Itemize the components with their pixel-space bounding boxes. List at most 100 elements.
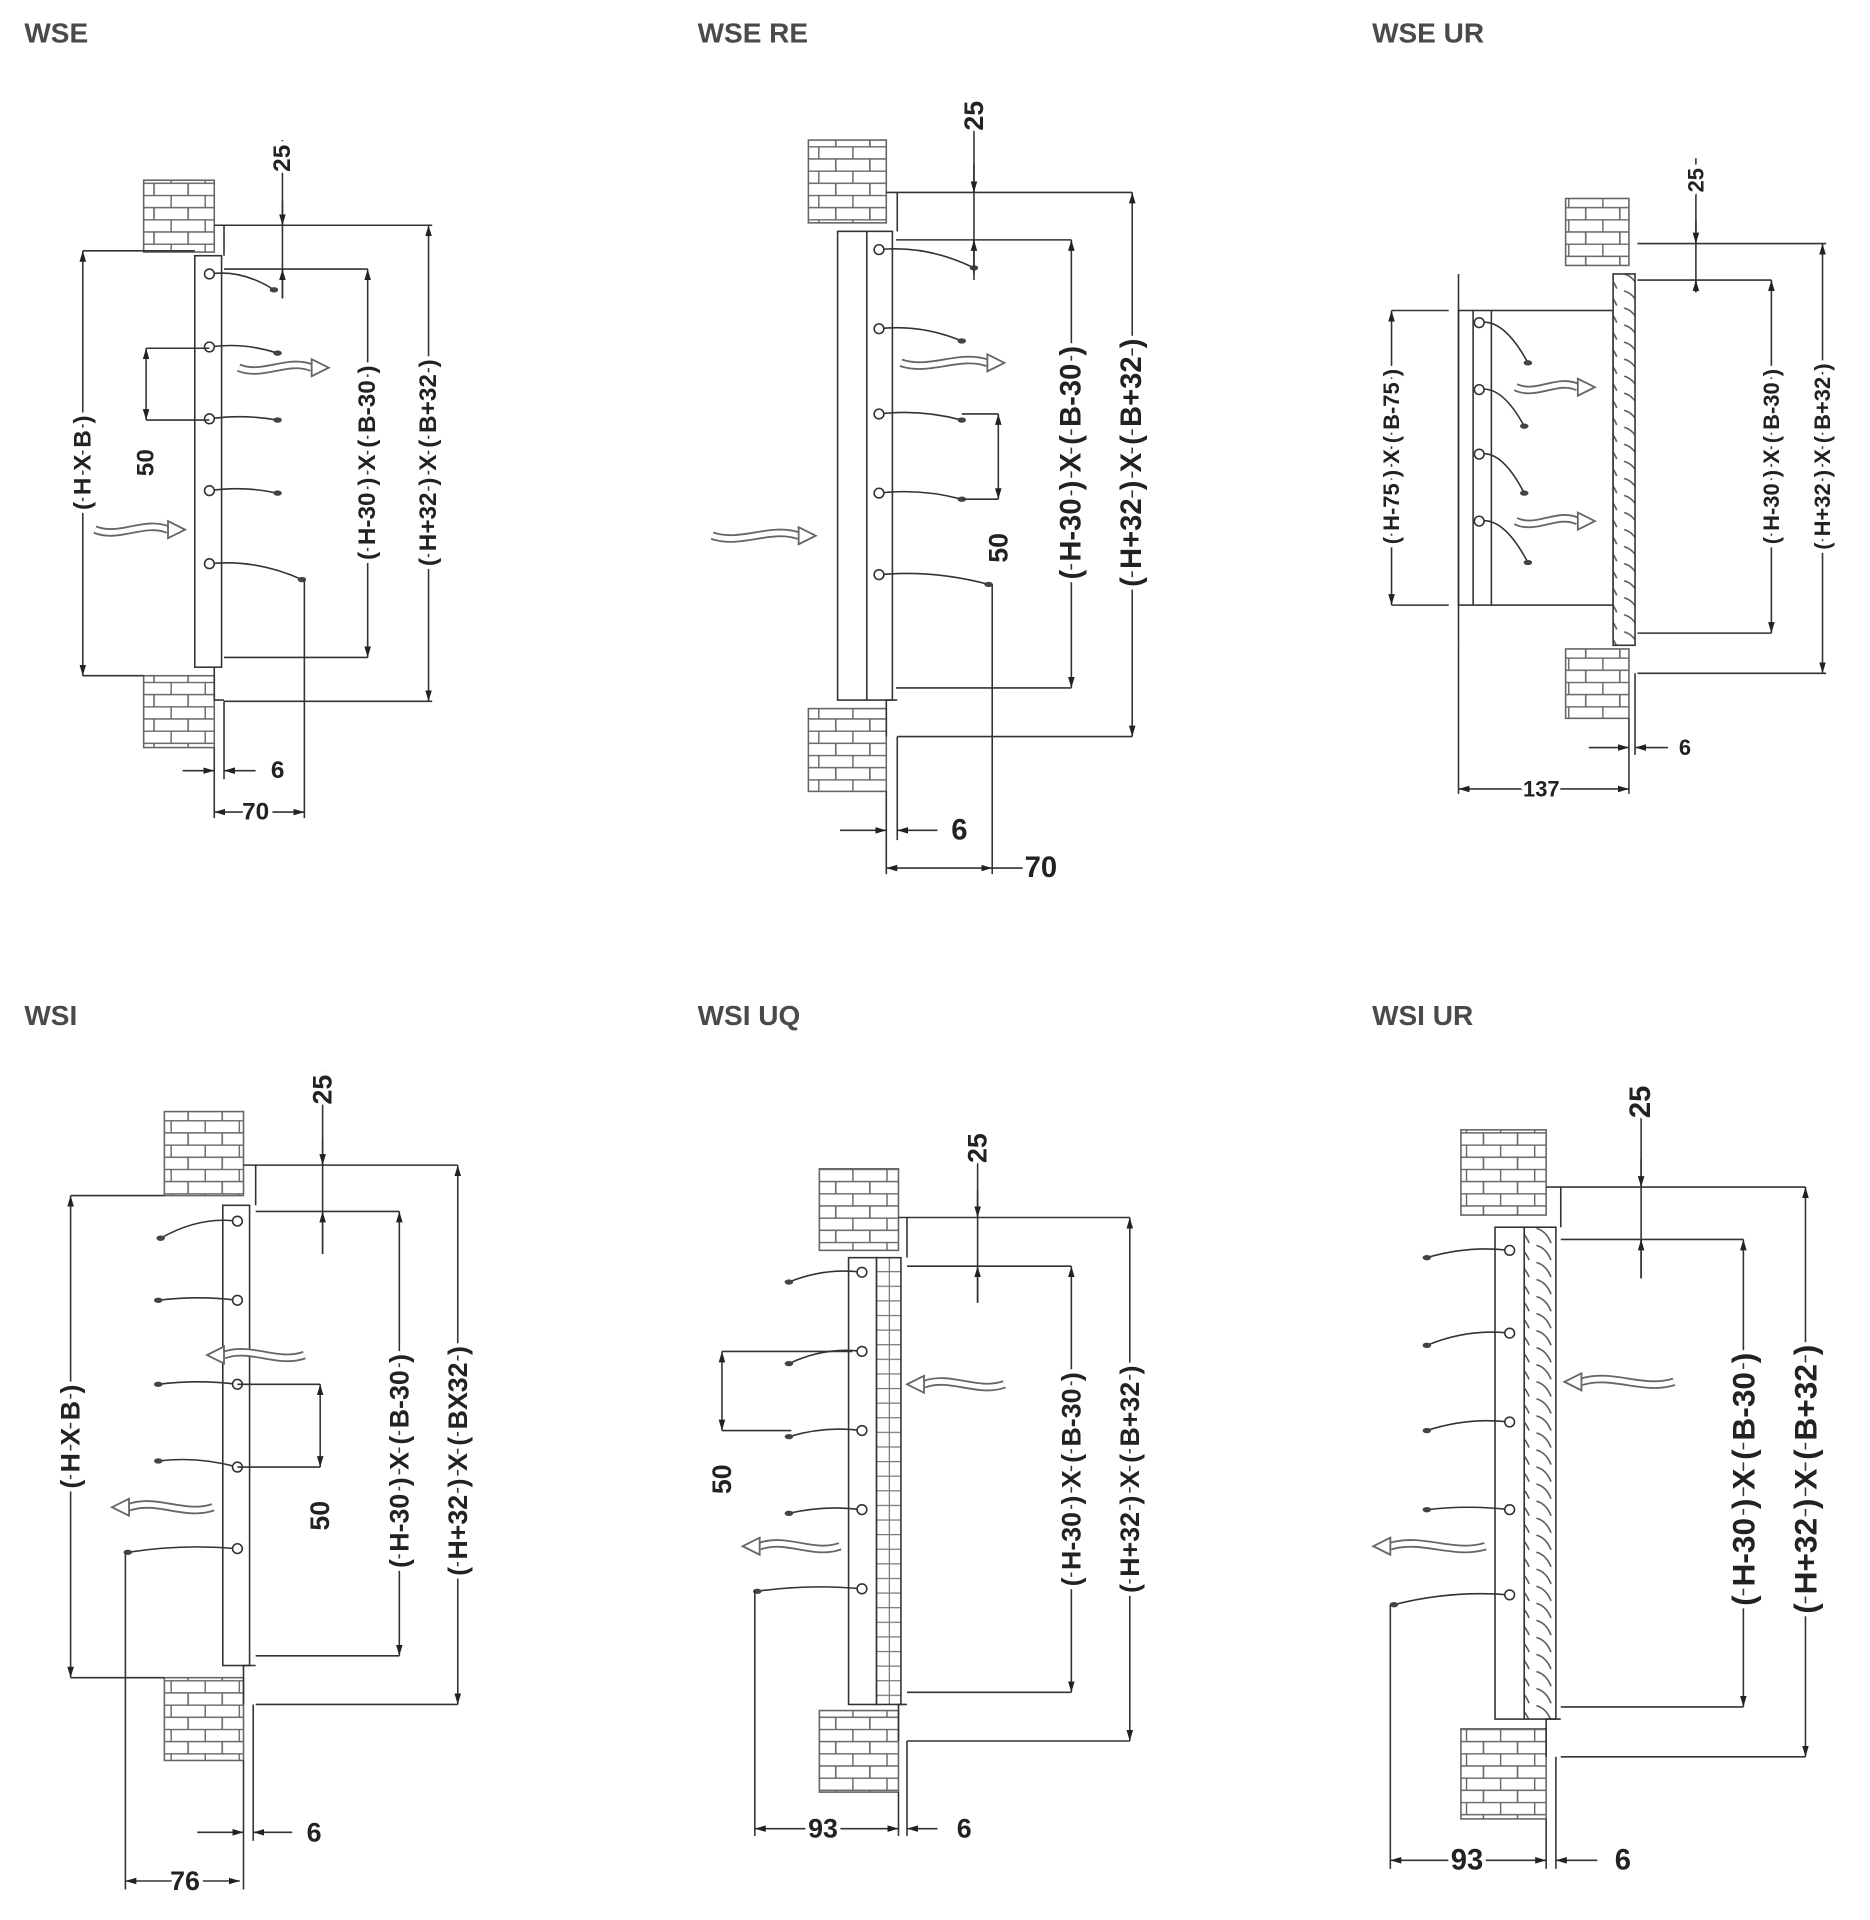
brick-wall-icon bbox=[163, 1676, 245, 1762]
louver-pivot bbox=[203, 341, 216, 353]
louver-tip bbox=[1519, 423, 1529, 429]
louver-blade bbox=[158, 1458, 238, 1468]
dimension-label: 50 bbox=[707, 1464, 737, 1494]
louver-tip bbox=[1519, 490, 1529, 496]
louver-tip bbox=[784, 1279, 794, 1285]
louver-pivot bbox=[873, 408, 885, 420]
louver-pivot bbox=[856, 1266, 868, 1278]
louver-pivot bbox=[1473, 383, 1485, 396]
louver-pivot bbox=[856, 1504, 868, 1516]
airflow-arrowhead bbox=[204, 1345, 225, 1366]
airflow-arrowhead bbox=[986, 352, 1007, 373]
louver-pivot bbox=[203, 268, 216, 280]
dimension-label: 25 bbox=[1683, 168, 1708, 192]
louver-pivot bbox=[873, 487, 885, 499]
dimension-label: ( H+32 ) X ( BX32 ) bbox=[443, 1346, 473, 1576]
airflow-arrow-fill bbox=[1514, 515, 1579, 527]
louver-pivot bbox=[856, 1583, 868, 1595]
dimension-label: 6 bbox=[307, 1817, 322, 1847]
airflow-arrow-fill bbox=[1389, 1541, 1487, 1552]
brick-wall-icon bbox=[807, 139, 888, 224]
louver-pivot bbox=[231, 1294, 244, 1306]
dimension-label: 50 bbox=[983, 533, 1013, 563]
brick-wall-icon bbox=[818, 1709, 900, 1793]
dimension-label: ( H+32 ) X ( B+32 ) bbox=[1116, 339, 1148, 587]
dimension-label: ( H-30 ) X ( B-30 ) bbox=[1725, 1353, 1761, 1606]
dimension-label: 6 bbox=[951, 814, 967, 846]
grille-frame bbox=[222, 1204, 251, 1667]
louver-blade bbox=[878, 572, 989, 586]
dimension-label: 25 bbox=[963, 1133, 993, 1163]
dimension-label: 25 bbox=[308, 1075, 338, 1105]
airflow-arrowhead bbox=[1371, 1536, 1392, 1557]
louver-tip bbox=[957, 417, 967, 423]
louver-blade bbox=[788, 1428, 863, 1438]
louver-blade bbox=[757, 1586, 863, 1593]
brick-wall-icon bbox=[142, 674, 216, 749]
louver-blade bbox=[1426, 1506, 1510, 1511]
louver-blade bbox=[209, 415, 278, 421]
dimension-label: 6 bbox=[1615, 1844, 1631, 1876]
airflow-arrowhead bbox=[310, 357, 331, 378]
louver-tip bbox=[1523, 360, 1533, 366]
louver-pivot bbox=[231, 1542, 244, 1555]
airflow-arrow-fill bbox=[711, 530, 800, 541]
louver-tip bbox=[273, 350, 282, 356]
dimension-label: ( H+32 ) X ( B+32 ) bbox=[1787, 1345, 1823, 1614]
dimension-label: ( H-30 ) X ( B-30 ) bbox=[354, 365, 381, 560]
louver-blade bbox=[209, 562, 303, 581]
louver-tip bbox=[273, 417, 282, 423]
grille-frame bbox=[836, 230, 894, 701]
louver-pivot bbox=[1473, 448, 1485, 460]
airflow-arrowhead bbox=[109, 1497, 130, 1518]
louver-tip bbox=[957, 496, 967, 502]
dimension-label: ( H+32 ) X ( B+32 ) bbox=[1810, 363, 1835, 549]
grille-frame bbox=[847, 1256, 878, 1706]
brick-wall-icon bbox=[1460, 1129, 1547, 1216]
grille-frame bbox=[1494, 1226, 1526, 1720]
airflow-arrow-fill bbox=[94, 524, 169, 535]
panel-title: WSI UR bbox=[1372, 1000, 1473, 1031]
airflow-arrow-fill bbox=[128, 1502, 214, 1513]
dimension-label: 6 bbox=[271, 757, 285, 784]
airflow-arrow-fill bbox=[223, 1349, 306, 1361]
grille-face bbox=[1612, 273, 1636, 647]
louver-pivot bbox=[231, 1215, 244, 1227]
brick-wall-icon bbox=[1564, 197, 1630, 267]
louver-tip bbox=[1523, 559, 1533, 566]
louver-pivot bbox=[1503, 1327, 1516, 1339]
louver-tip bbox=[984, 581, 993, 588]
dimension-label: 93 bbox=[1451, 1844, 1483, 1876]
grille-face bbox=[1523, 1226, 1557, 1720]
brick-wall-icon bbox=[807, 707, 888, 793]
dimension-label: 6 bbox=[957, 1814, 972, 1844]
louver-blade bbox=[878, 326, 963, 342]
dimension-label: ( H-30 ) X ( B-30 ) bbox=[384, 1354, 414, 1568]
louver-pivot bbox=[1503, 1244, 1516, 1257]
louver-tip bbox=[1422, 1427, 1432, 1434]
grille-frame bbox=[194, 254, 223, 668]
panel-title: WSI UQ bbox=[698, 1000, 801, 1031]
louver-blade bbox=[209, 344, 278, 354]
louver-blade bbox=[788, 1507, 863, 1515]
louver-tip bbox=[1422, 1254, 1432, 1261]
brick-wall-icon bbox=[1564, 648, 1630, 720]
louver-pivot bbox=[203, 558, 216, 570]
airflow-arrowhead bbox=[1576, 377, 1597, 398]
dimension-label: ( H X B ) bbox=[56, 1385, 86, 1489]
louver-blade bbox=[878, 248, 975, 269]
louver-tip bbox=[273, 490, 282, 496]
airflow-arrowhead bbox=[904, 1374, 925, 1395]
louver-tip bbox=[1389, 1601, 1399, 1608]
airflow-arrowhead bbox=[740, 1536, 761, 1557]
louver-blade bbox=[1426, 1331, 1510, 1347]
dimension-label: 70 bbox=[1025, 852, 1057, 884]
dimension-label: ( H-75 ) X ( B-75 ) bbox=[1379, 369, 1404, 544]
dimension-label: ( H+32 ) X ( B+32 ) bbox=[415, 359, 442, 566]
louver-pivot bbox=[873, 243, 885, 256]
louver-tip bbox=[957, 338, 967, 344]
louver-blade bbox=[160, 1219, 238, 1239]
panel-title: WSE UR bbox=[1372, 18, 1484, 49]
